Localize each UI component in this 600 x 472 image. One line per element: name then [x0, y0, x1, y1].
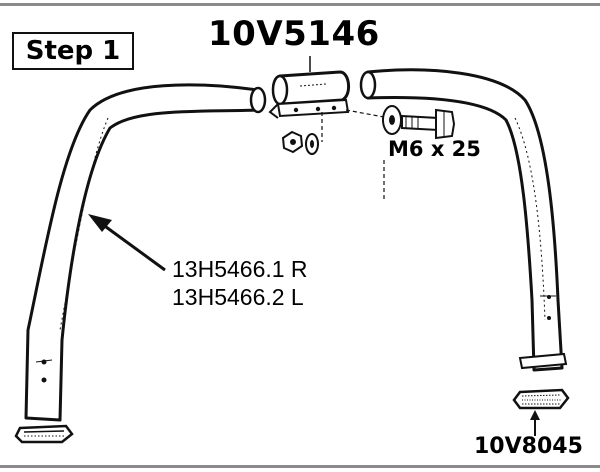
step-label: Step 1 — [12, 32, 134, 70]
clamp-sleeve — [268, 70, 350, 119]
foot-pad-part-number: 10V8045 — [474, 434, 583, 459]
left-tube-holes — [35, 359, 53, 383]
right-foot-bracket — [518, 352, 568, 370]
foot-pad-arrow — [530, 410, 540, 436]
right-foot-pad — [512, 388, 570, 410]
clamp-part-number: 10V5146 — [208, 14, 380, 54]
nut-washer — [281, 130, 319, 155]
tube-right-part-number: 13H5466.1 R — [172, 256, 308, 282]
tube-left-part-number: 13H5466.2 L — [172, 284, 304, 310]
bolt-spec-label: M6 x 25 — [388, 137, 481, 161]
tube-pointer-arrow — [88, 214, 166, 272]
right-tube — [359, 68, 564, 372]
bottom-rule — [0, 465, 600, 468]
left-foot-pad — [14, 424, 74, 444]
bolt-washer — [382, 105, 456, 140]
top-rule — [0, 3, 600, 6]
left-tube — [24, 83, 267, 422]
